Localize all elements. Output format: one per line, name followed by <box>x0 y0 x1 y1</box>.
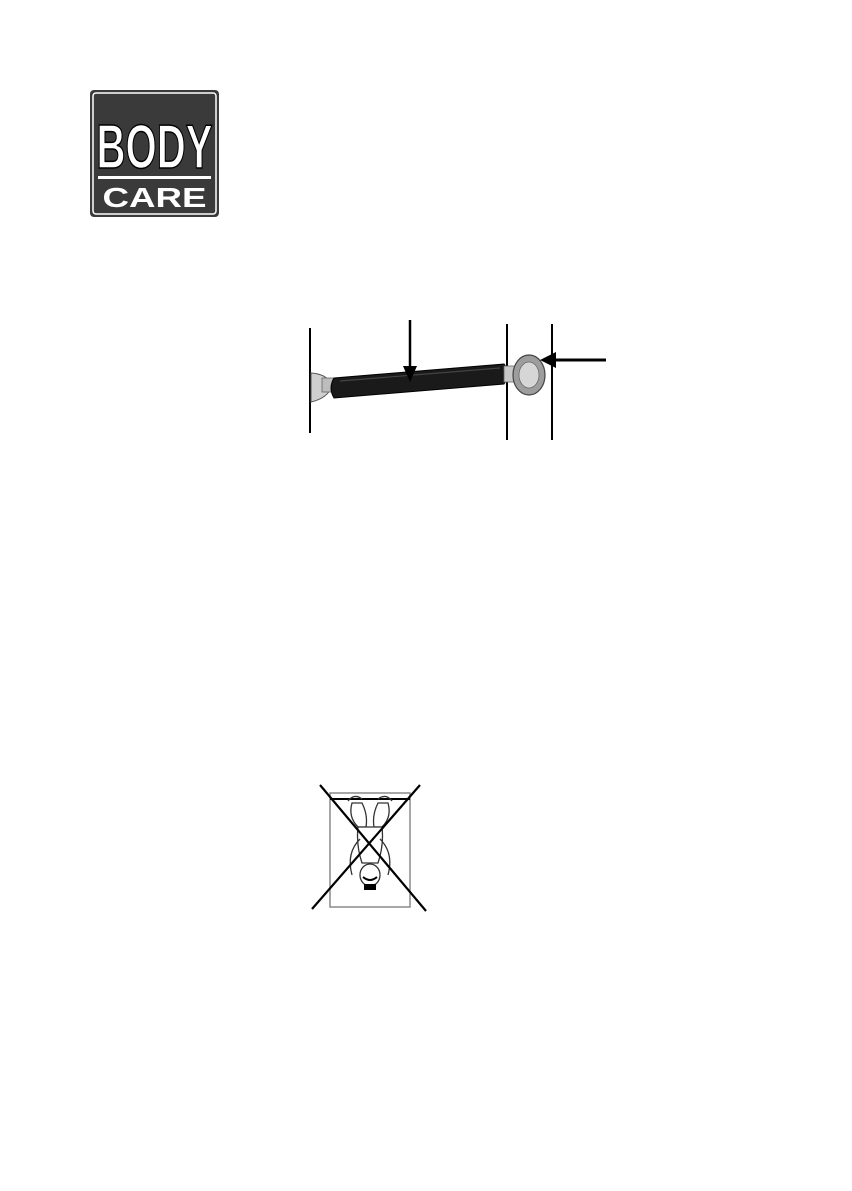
arrow-grip-head <box>403 366 417 382</box>
doorway-pull-up-bar-illustration <box>300 318 612 448</box>
crossed-out-inverted-hanging-illustration <box>308 783 432 913</box>
cross-line-1 <box>311 784 421 910</box>
logo-text-care: CARE <box>103 182 207 213</box>
bodycare-logo: BODY CARE <box>90 90 219 217</box>
logo-text-body: BODY <box>97 113 213 182</box>
cross-line-2 <box>319 784 427 912</box>
arrow-pad-head <box>540 352 556 368</box>
